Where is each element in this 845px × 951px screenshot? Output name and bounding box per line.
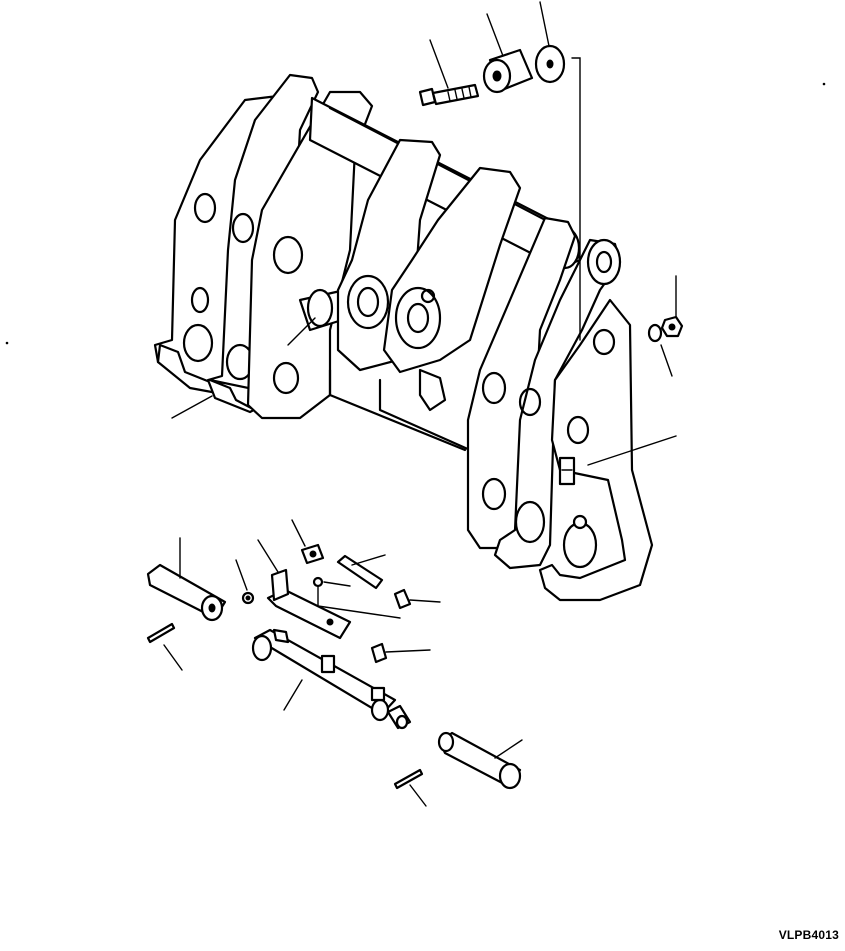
quick-coupler-frame [153, 73, 654, 602]
port-a [320, 654, 336, 674]
fitting-small [312, 576, 324, 588]
cotter-pin-left [146, 622, 183, 671]
hydraulic-cylinder [251, 628, 412, 730]
washer [534, 44, 566, 84]
cotter-pin-right [393, 768, 427, 807]
right-hook-plate [538, 298, 654, 602]
decal-leader [587, 435, 677, 466]
port-b [370, 686, 386, 702]
frame-leader [171, 395, 213, 419]
bolt [418, 83, 480, 107]
spacer-bushing [482, 48, 534, 94]
figure-code-label: VLPB4013 [778, 928, 839, 942]
lower-hardware [146, 519, 523, 807]
support-rod [336, 554, 386, 590]
lock-washer [647, 323, 663, 343]
decal-plate [558, 456, 576, 486]
upper-hardware [418, 1, 684, 377]
pin-right [437, 731, 523, 790]
nut [660, 315, 684, 338]
grease-fitting-upper [291, 519, 325, 565]
elbow-fitting-2 [370, 642, 431, 664]
elbow-fitting [393, 588, 441, 610]
bracket-plate [235, 539, 352, 640]
pin-left [146, 537, 227, 622]
shaft-leader [287, 317, 316, 346]
